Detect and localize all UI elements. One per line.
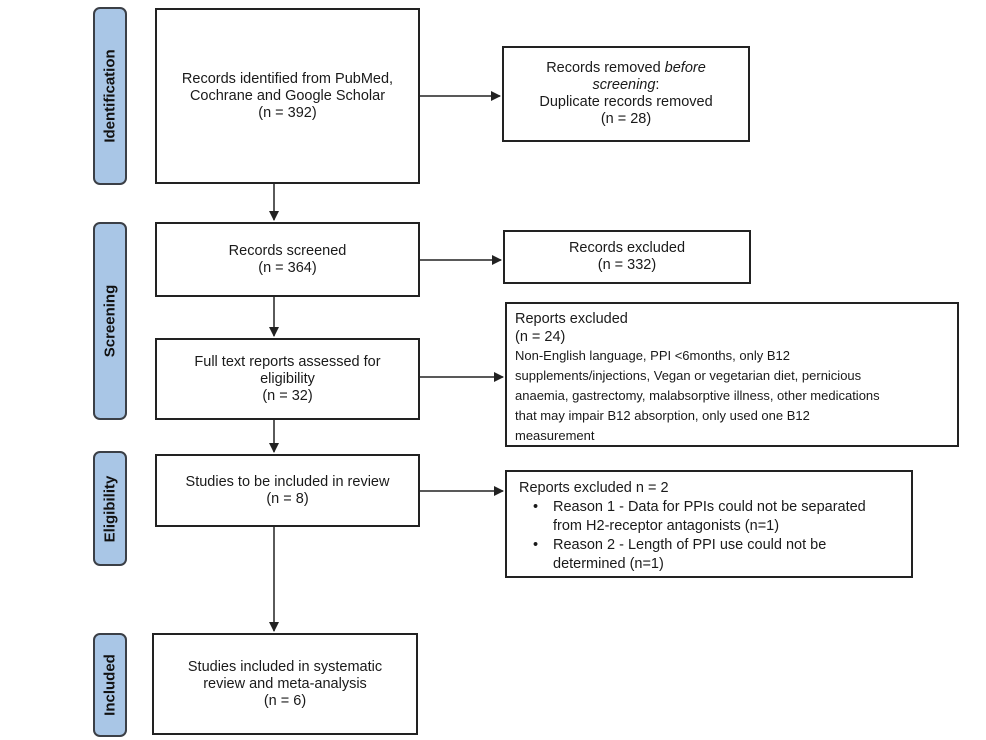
studies-to-include-box: Studies to be included in review (n = 8) xyxy=(155,454,420,527)
records-screened-box: Records screened (n = 364) xyxy=(155,222,420,297)
reports-excluded-2-label: Reports excluded n = 2 xyxy=(519,480,669,496)
records-removed-line3: Duplicate records removed xyxy=(539,94,713,110)
reports-excluded-reason-line5: measurement xyxy=(515,428,595,443)
records-identified-line2: Cochrane and Google Scholar xyxy=(189,87,386,104)
records-identified-line1: Records identified from PubMed, xyxy=(181,70,394,87)
studies-included-box: Studies included in systematic review an… xyxy=(152,633,418,735)
fulltext-assessed-line1: Full text reports assessed for xyxy=(194,353,381,370)
reports-excluded-reason-2: Reason 2 - Length of PPI use could not b… xyxy=(519,536,899,574)
reports-excluded-2-box: Reports excluded n = 2 Reason 1 - Data f… xyxy=(505,470,913,578)
reports-excluded-reason-line2: supplements/injections, Vegan or vegetar… xyxy=(515,368,862,383)
records-removed-box: Records removed before screening: Duplic… xyxy=(502,46,750,142)
records-identified-count: (n = 392) xyxy=(258,104,317,121)
phase-eligibility: Eligibility xyxy=(93,451,127,566)
reports-excluded-reason-line4: that may impair B12 absorption, only use… xyxy=(515,408,810,423)
records-excluded-label: Records excluded xyxy=(568,240,686,256)
reports-excluded-reason-line3: anaemia, gastrectomy, malabsorptive illn… xyxy=(515,388,880,403)
fulltext-assessed-box: Full text reports assessed for eligibili… xyxy=(155,338,420,420)
reports-excluded-label: Reports excluded xyxy=(515,311,628,327)
phase-included: Included xyxy=(93,633,127,737)
studies-included-line1: Studies included in systematic xyxy=(187,658,383,675)
fulltext-assessed-line2: eligibility xyxy=(260,370,315,387)
fulltext-assessed-count: (n = 32) xyxy=(262,387,313,404)
studies-included-line2: review and meta-analysis xyxy=(203,675,367,692)
reports-excluded-reason-1: Reason 1 - Data for PPIs could not be se… xyxy=(519,498,899,536)
records-excluded-box: Records excluded (n = 332) xyxy=(503,230,751,284)
reports-excluded-box: Reports excluded (n = 24) Non-English la… xyxy=(505,302,959,447)
reports-excluded-reason-line1: Non-English language, PPI <6months, only… xyxy=(515,348,790,363)
records-screened-label: Records screened xyxy=(228,242,347,259)
studies-included-count: (n = 6) xyxy=(263,692,307,709)
records-identified-box: Records identified from PubMed, Cochrane… xyxy=(155,8,420,184)
records-screened-count: (n = 364) xyxy=(258,259,317,276)
reports-excluded-count: (n = 24) xyxy=(515,329,566,345)
records-removed-line2: screening: xyxy=(592,77,660,93)
records-removed-line1: Records removed before xyxy=(546,60,706,76)
studies-to-include-label: Studies to be included in review xyxy=(185,473,390,490)
phase-identification: Identification xyxy=(93,7,127,185)
phase-screening: Screening xyxy=(93,222,127,420)
studies-to-include-count: (n = 8) xyxy=(266,490,309,507)
records-excluded-count: (n = 332) xyxy=(597,257,657,273)
records-removed-count: (n = 28) xyxy=(600,111,652,127)
